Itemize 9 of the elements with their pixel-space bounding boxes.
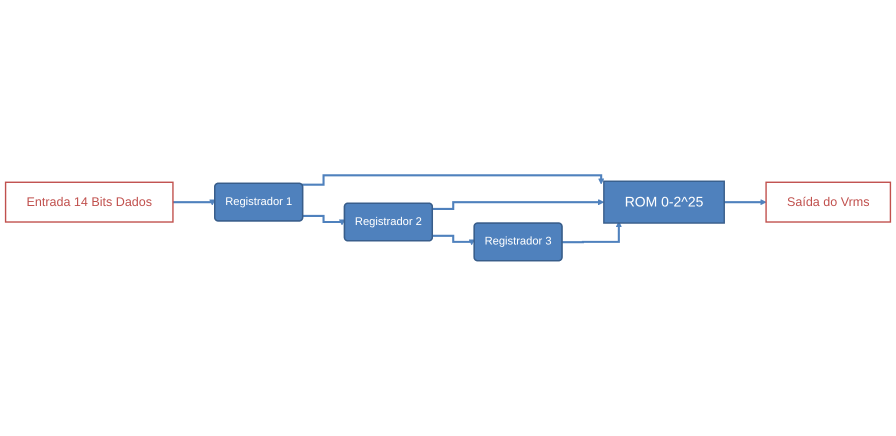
- arrow: [302, 174, 604, 186]
- arrow: [302, 214, 346, 226]
- arrow: [432, 199, 604, 210]
- node-box: Entrada 14 Bits Dados: [4, 182, 174, 223]
- arrow: [172, 199, 216, 206]
- node-box: Saída do Vrms: [765, 182, 892, 223]
- node-box: ROM 0-2^25: [603, 180, 725, 224]
- arrow: [724, 199, 766, 206]
- arrow: [432, 234, 475, 246]
